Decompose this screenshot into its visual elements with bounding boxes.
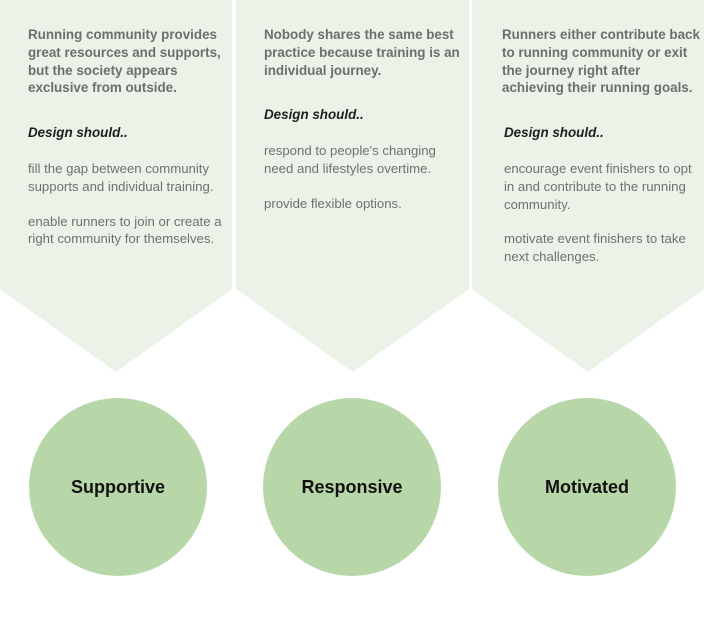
design-point: respond to people's changing need and li… bbox=[264, 143, 436, 176]
principle-circle-responsive: Responsive bbox=[263, 398, 441, 576]
design-point: fill the gap between community supports … bbox=[28, 160, 214, 194]
design-should-label: Design should.. bbox=[28, 125, 128, 141]
principle-label: Responsive bbox=[301, 476, 403, 497]
design-should-label: Design should.. bbox=[504, 125, 604, 141]
design-point: enable runners to join or create a right… bbox=[28, 213, 222, 247]
panel-headline: Running community provides great resourc… bbox=[28, 27, 221, 96]
insight-panel-responsive: Nobody shares the same best practice bec… bbox=[236, 0, 469, 372]
design-point: provide flexible options. bbox=[264, 195, 402, 211]
design-should-label: Design should.. bbox=[264, 107, 364, 123]
insight-panel-motivated: Runners either contribute back to runnin… bbox=[472, 0, 704, 372]
insight-panel-supportive: Running community provides great resourc… bbox=[0, 0, 232, 372]
panel-text: Nobody shares the same best practice bec… bbox=[264, 26, 464, 213]
panel-headline: Nobody shares the same best practice bec… bbox=[264, 27, 460, 78]
principle-circle-motivated: Motivated bbox=[498, 398, 676, 576]
panel-text: Runners either contribute back to runnin… bbox=[502, 26, 700, 266]
principle-label: Motivated bbox=[544, 476, 629, 497]
principle-label: Supportive bbox=[70, 476, 165, 497]
design-point: encourage event finishers to opt in and … bbox=[504, 160, 692, 212]
panel-text: Running community provides great resourc… bbox=[28, 26, 226, 248]
panel-headline: Runners either contribute back to runnin… bbox=[502, 27, 700, 96]
design-point: motivate event finishers to take next ch… bbox=[504, 231, 686, 265]
principle-circle-supportive: Supportive bbox=[29, 398, 207, 576]
